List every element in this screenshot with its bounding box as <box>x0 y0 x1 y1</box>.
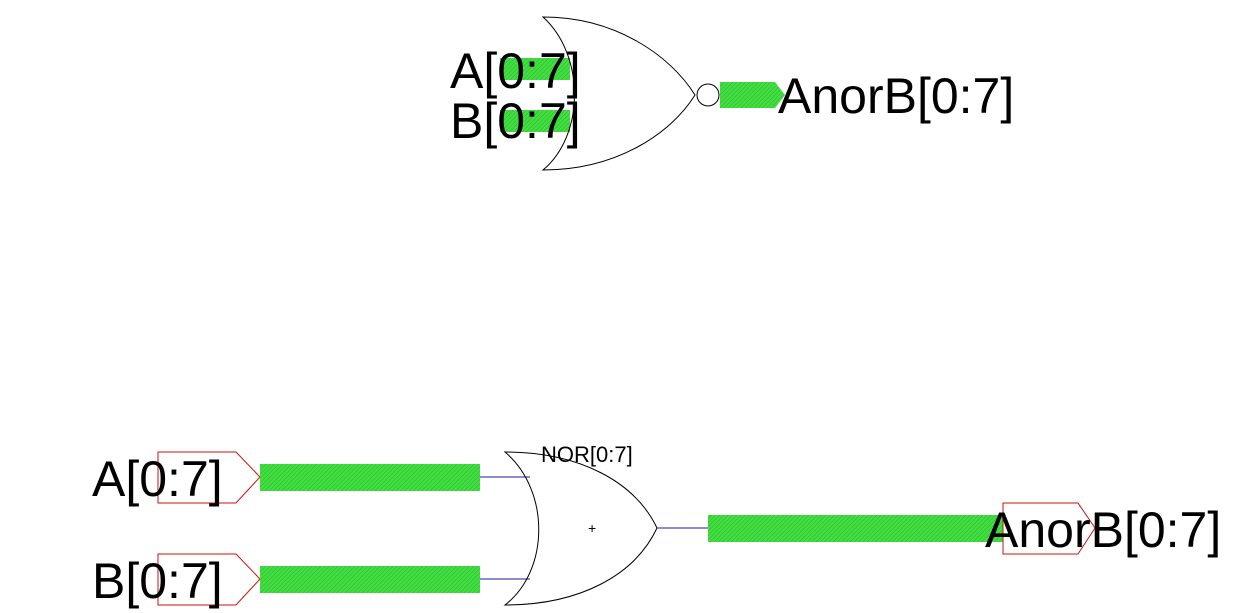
port-b-label: B[0:7] <box>92 553 223 609</box>
gate-origin-marker: + <box>588 520 596 536</box>
bus-out[interactable] <box>708 515 1003 542</box>
symbol-inversion-bubble <box>696 83 720 107</box>
port-a-label: A[0:7] <box>92 451 223 507</box>
symbol-label-out: AnorB[0:7] <box>778 68 1014 124</box>
nor-symbol: A[0:7] B[0:7] AnorB[0:7] <box>450 16 1014 171</box>
port-b-shape[interactable] <box>157 553 261 606</box>
symbol-nor-gate-body[interactable] <box>541 16 696 171</box>
port-out-shape[interactable] <box>1002 502 1096 555</box>
symbol-pin-out[interactable] <box>720 82 785 108</box>
symbol-pin-b[interactable] <box>500 110 570 132</box>
symbol-label-a: A[0:7] <box>450 43 581 99</box>
symbol-label-b: B[0:7] <box>450 93 581 149</box>
bus-b[interactable] <box>260 566 480 593</box>
symbol-pin-a[interactable] <box>500 58 570 80</box>
nor-schematic: + NOR[0:7] A[0:7] B[0:7] AnorB[0:7] <box>92 442 1221 609</box>
gate-instance-label: NOR[0:7] <box>541 442 633 467</box>
schematic-nor-gate-body[interactable] <box>503 451 658 606</box>
port-out-label: AnorB[0:7] <box>985 502 1221 558</box>
port-a-shape[interactable] <box>157 451 261 504</box>
bus-a[interactable] <box>260 464 480 491</box>
